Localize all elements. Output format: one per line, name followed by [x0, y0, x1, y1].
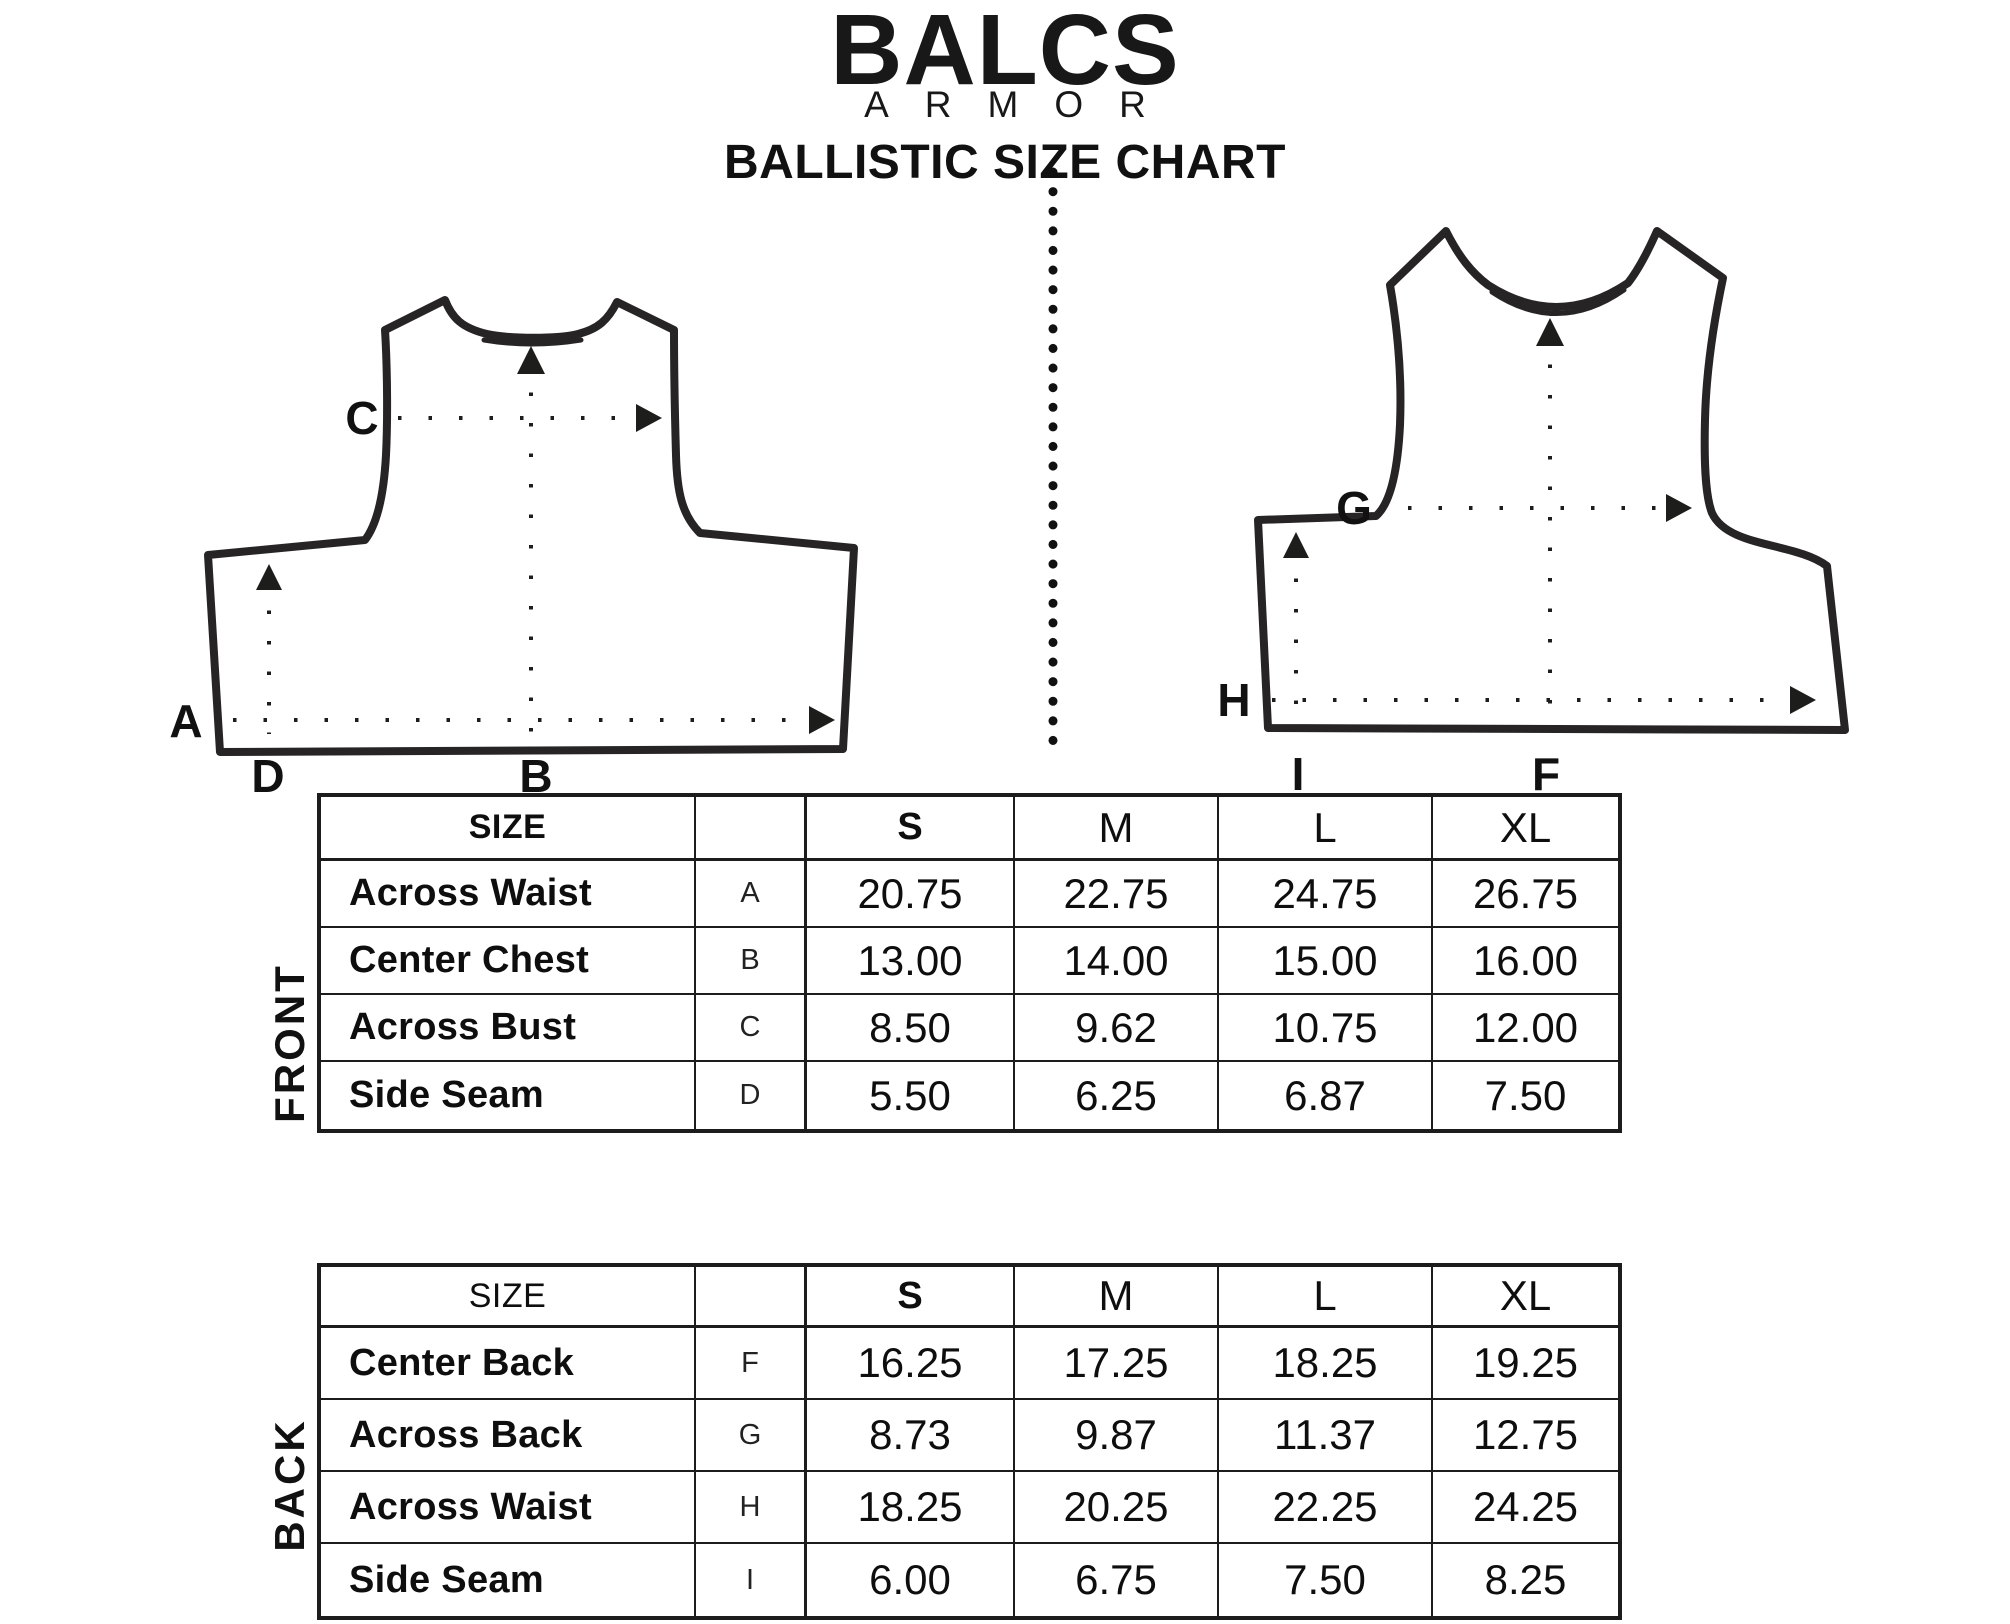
front-header-m: M — [1015, 797, 1219, 861]
front-row-key: D — [696, 1062, 807, 1129]
back-value-xl: 19.25 — [1433, 1328, 1618, 1400]
front-value-xl: 16.00 — [1433, 928, 1618, 995]
back-row-key: G — [696, 1400, 807, 1472]
front-section-label: FRONT — [266, 963, 313, 1123]
front-value-m: 22.75 — [1015, 861, 1219, 928]
front-row-key: A — [696, 861, 807, 928]
front-vest-outline — [204, 296, 858, 756]
back-vest-outline — [1254, 227, 1849, 734]
back-header-size: SIZE — [321, 1267, 696, 1328]
page-header: BALCS ARMOR BALLISTIC SIZE CHART — [0, 0, 2010, 187]
front-value-s: 20.75 — [807, 861, 1015, 928]
front-value-s: 13.00 — [807, 928, 1015, 995]
measure-arrow-d — [256, 564, 282, 590]
front-row-label: Across Waist — [321, 861, 696, 928]
back-value-xl: 8.25 — [1484, 1556, 1567, 1603]
front-row-label: Across Bust — [321, 995, 696, 1062]
front-value-xl: 7.50 — [1484, 1071, 1567, 1119]
front-value-l: 6.87 — [1219, 1062, 1433, 1129]
back-label-h: H — [1217, 674, 1250, 726]
back-value-s: 16.25 — [807, 1328, 1015, 1400]
measure-arrow-g — [1666, 494, 1692, 522]
back-header-l: L — [1219, 1267, 1433, 1328]
back-header-m: M — [1015, 1267, 1219, 1328]
front-header-xl: XL — [1433, 797, 1618, 861]
front-row-label: Side Seam — [321, 1062, 696, 1129]
measure-arrow-i — [1283, 532, 1309, 558]
front-header-letter — [696, 797, 807, 861]
back-label-f: F — [1532, 748, 1560, 800]
back-value-xl: 12.75 — [1433, 1400, 1618, 1472]
front-value-xl: 12.00 — [1433, 995, 1618, 1062]
back-row-label: Center Back — [321, 1328, 696, 1400]
back-row-key: F — [696, 1328, 807, 1400]
front-row-label: Center Chest — [321, 928, 696, 995]
front-value-s: 5.50 — [807, 1062, 1015, 1129]
back-header-xl: XL — [1433, 1267, 1618, 1328]
front-row-key: B — [696, 928, 807, 995]
back-value-s: 6.00 — [807, 1544, 1015, 1616]
front-row-key: C — [696, 995, 807, 1062]
page-title: BALLISTIC SIZE CHART — [724, 136, 1286, 189]
back-value-s: 8.73 — [807, 1400, 1015, 1472]
back-value-m: 17.25 — [1015, 1328, 1219, 1400]
back-header-letter — [696, 1267, 807, 1328]
back-section-label: BACK — [266, 1418, 313, 1552]
back-row-label: Side Seam — [321, 1544, 696, 1616]
front-header-size: SIZE — [321, 797, 696, 861]
front-size-table: SIZE S M L XL Across Waist A 20.75 22.75… — [317, 793, 1622, 1133]
measure-arrow-h — [1790, 686, 1816, 714]
back-row-key: H — [696, 1472, 807, 1544]
measure-arrow-f — [1536, 318, 1564, 346]
front-value-l: 24.75 — [1219, 861, 1433, 928]
front-label-a: A — [169, 695, 202, 747]
front-label-d: D — [251, 750, 284, 802]
back-value-m: 9.87 — [1015, 1400, 1219, 1472]
front-header-l: L — [1219, 797, 1433, 861]
back-neck-rim — [1489, 287, 1627, 316]
back-value-l: 18.25 — [1219, 1328, 1433, 1400]
back-row-label: Across Back — [321, 1400, 696, 1472]
back-row-label: Across Waist — [321, 1472, 696, 1544]
front-value-s: 8.50 — [807, 995, 1015, 1062]
front-value-l: 10.75 — [1219, 995, 1433, 1062]
front-header-s: S — [807, 797, 1015, 861]
back-value-l: 11.37 — [1219, 1400, 1433, 1472]
back-value-l: 22.25 — [1219, 1472, 1433, 1544]
front-label-c: C — [345, 392, 378, 444]
front-neck-rim — [481, 337, 584, 347]
back-value-m: 6.75 — [1015, 1544, 1219, 1616]
back-value-s: 18.25 — [807, 1472, 1015, 1544]
front-value-xl: 26.75 — [1433, 861, 1618, 928]
back-header-s: S — [807, 1267, 1015, 1328]
back-value-m: 20.25 — [1015, 1472, 1219, 1544]
brand-logo: BALCS — [830, 0, 1180, 106]
back-label-g: G — [1336, 482, 1372, 534]
measure-arrow-b — [517, 346, 545, 374]
measure-arrow-c — [636, 404, 662, 432]
front-value-m: 14.00 — [1015, 928, 1219, 995]
measure-arrow-a — [809, 706, 835, 734]
back-value-xl: 24.25 — [1433, 1472, 1618, 1544]
back-label-i: I — [1292, 748, 1305, 800]
back-value-l: 7.50 — [1219, 1544, 1433, 1616]
back-size-table: SIZE S M L XL Center Back F 16.25 17.25 … — [317, 1263, 1622, 1620]
front-value-m: 9.62 — [1015, 995, 1219, 1062]
back-row-key: I — [696, 1544, 807, 1616]
front-value-m: 6.25 — [1015, 1062, 1219, 1129]
front-value-l: 15.00 — [1219, 928, 1433, 995]
brand-logo-subtitle: ARMOR — [864, 84, 1182, 125]
